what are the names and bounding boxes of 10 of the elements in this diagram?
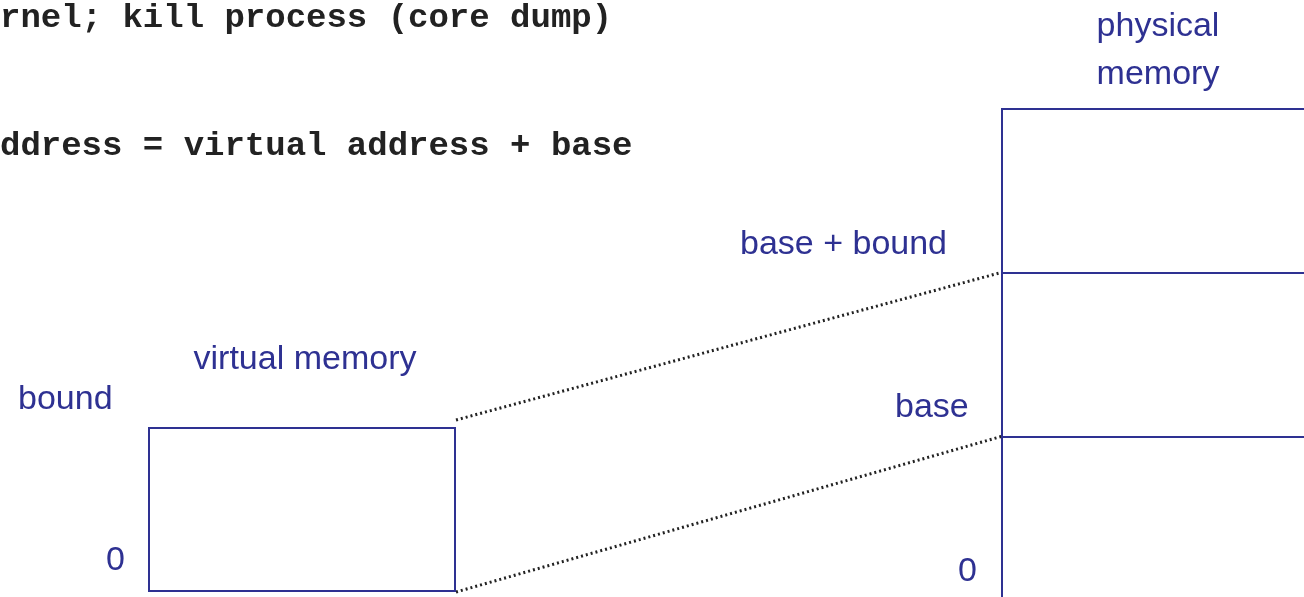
address-label: bound: [18, 377, 113, 417]
memory-heading: virtual memory: [192, 337, 418, 378]
address-label: 0: [106, 538, 125, 578]
memory-heading: physical memory: [1095, 4, 1221, 93]
address-label: base: [895, 385, 969, 425]
mapping-line: [455, 434, 1004, 594]
address-label: 0: [958, 549, 977, 589]
address-label: base + bound: [740, 222, 948, 262]
code-line: rnel; kill process (core dump): [0, 0, 613, 38]
code-line: ddress = virtual address + base: [0, 126, 633, 166]
